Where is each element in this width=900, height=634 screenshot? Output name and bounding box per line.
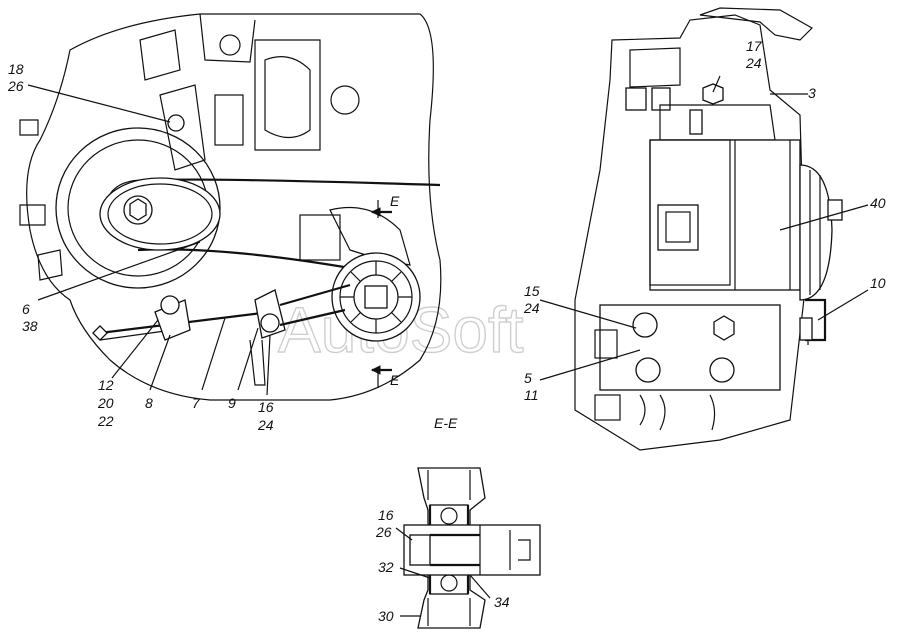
callout-24: 24 — [257, 417, 274, 433]
callout-10: 10 — [870, 275, 886, 291]
section-callout-26: 26 — [375, 524, 392, 540]
section-callout-34: 34 — [494, 594, 510, 610]
right-view: 17 24 3 40 10 15 24 5 11 — [523, 7, 886, 451]
left-view: E E 18 26 6 38 12 20 22 8 7 9 16 24 — [7, 13, 442, 433]
callout-22: 22 — [97, 413, 114, 429]
idler-pulley — [331, 252, 421, 342]
callout-18: 18 — [8, 61, 24, 77]
callout-8: 8 — [145, 395, 153, 411]
callout-11: 11 — [524, 387, 539, 403]
section-mark-top: E — [390, 193, 400, 209]
section-callout-16: 16 — [378, 507, 394, 523]
alternator-mount-bolt — [167, 114, 185, 132]
callout-24-mid: 24 — [523, 300, 540, 316]
section-mark-bottom: E — [390, 372, 400, 388]
section-callout-32: 32 — [378, 559, 394, 575]
callout-5: 5 — [524, 370, 532, 386]
section-view: E-E 16 26 32 34 30 — [375, 415, 541, 629]
callout-3: 3 — [808, 85, 816, 101]
callout-9: 9 — [228, 395, 236, 411]
callout-24-top: 24 — [745, 55, 762, 71]
callout-26: 26 — [7, 78, 24, 94]
callout-17: 17 — [746, 38, 763, 54]
callout-7: 7 — [192, 395, 201, 411]
callout-40: 40 — [870, 195, 886, 211]
callout-16: 16 — [258, 399, 274, 415]
section-callout-30: 30 — [378, 608, 394, 624]
callout-6: 6 — [22, 301, 30, 317]
callout-15: 15 — [524, 283, 540, 299]
section-title: E-E — [434, 415, 458, 431]
callout-20: 20 — [97, 395, 114, 411]
callout-12: 12 — [98, 377, 114, 393]
callout-38: 38 — [22, 318, 38, 334]
